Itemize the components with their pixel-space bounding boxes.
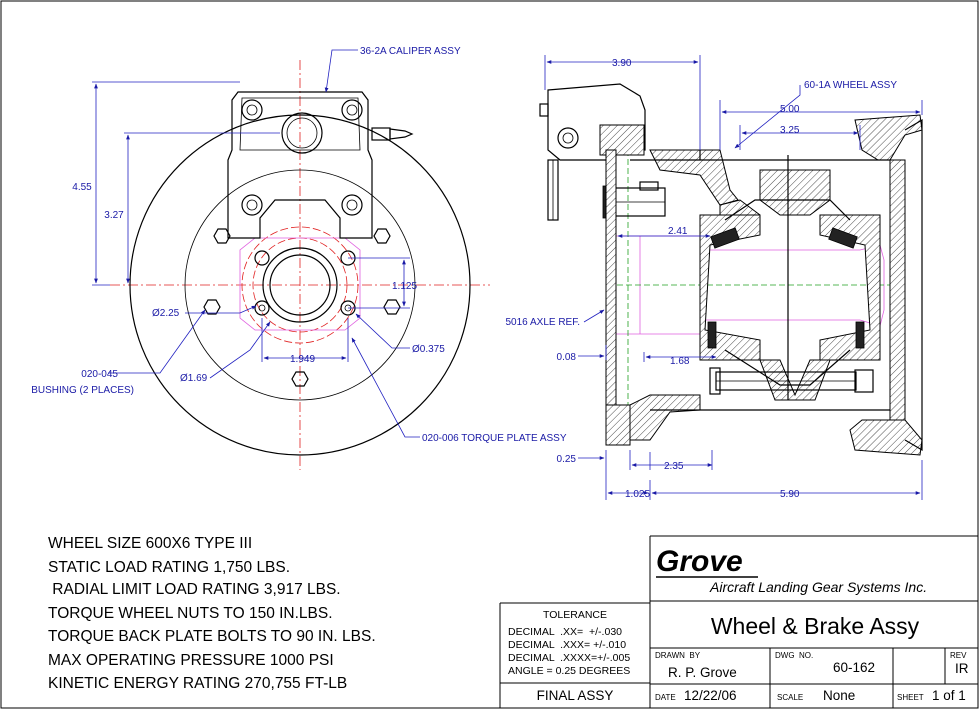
dim-3-90: 3.90 <box>612 58 632 69</box>
note-line: WHEEL SIZE 600X6 TYPE III <box>48 535 252 552</box>
callout-axle: 5016 AXLE REF. <box>506 317 581 328</box>
date-label: DATE <box>655 693 676 702</box>
torque-plate <box>239 237 361 331</box>
callout-caliper: 36-2A CALIPER ASSY <box>360 46 461 57</box>
dim-2-41: 2.41 <box>668 226 688 237</box>
general-notes: WHEEL SIZE 600X6 TYPE III STATIC LOAD RA… <box>48 535 376 692</box>
dim-dia-1-69: Ø1.69 <box>180 373 208 384</box>
tolerance-label: TOLERANCE <box>543 609 607 621</box>
drawing-title: Wheel & Brake Assy <box>711 613 920 639</box>
brake-disc <box>129 114 471 456</box>
callout-bushing-desc: BUSHING (2 PLACES) <box>31 385 134 396</box>
drawn-by-value: R. P. Grove <box>668 665 737 680</box>
dim-3-25: 3.25 <box>780 125 800 136</box>
dim-0-08: 0.08 <box>557 352 577 363</box>
rev-value: IR <box>955 661 969 676</box>
note-line: STATIC LOAD RATING 1,750 LBS. <box>48 559 290 576</box>
tolerance-line: DECIMAL .XXX= +/-.010 <box>508 639 626 651</box>
dim-1-949: 1.949 <box>290 354 315 365</box>
callout-torque-plate: 020-006 TORQUE PLATE ASSY <box>422 433 567 444</box>
company-subtitle: Aircraft Landing Gear Systems Inc. <box>709 579 927 595</box>
dwg-no-value: 60-162 <box>833 660 875 675</box>
date-value: 12/22/06 <box>684 688 737 703</box>
dim-3-27: 3.27 <box>104 210 124 221</box>
dim-4-55: 4.55 <box>72 182 92 193</box>
tolerance-line: ANGLE = 0.25 DEGREES <box>508 665 630 677</box>
note-line: TORQUE WHEEL NUTS TO 150 IN.LBS. <box>48 605 333 622</box>
note-line: RADIAL LIMIT LOAD RATING 3,917 LBS. <box>48 581 341 598</box>
dim-1-68: 1.68 <box>670 356 690 367</box>
sheet-value: 1 of 1 <box>932 688 966 703</box>
hub-bore <box>262 247 338 323</box>
note-line: KINETIC ENERGY RATING 270,755 FT-LB <box>48 675 347 692</box>
dwg-no-label: DWG NO. <box>775 651 813 660</box>
caliper-body <box>227 91 373 239</box>
dim-5-90: 5.90 <box>780 489 800 500</box>
side-view: 3.90 60-1A WHEEL ASSY 5.00 3.25 2.41 501… <box>506 55 923 500</box>
dim-1-125: 1.125 <box>392 281 417 292</box>
dim-dia-0-375: Ø0.375 <box>412 344 445 355</box>
final-assy-label: FINAL ASSY <box>537 688 614 703</box>
note-line: MAX OPERATING PRESSURE 1000 PSI <box>48 652 334 669</box>
title-block: Grove Aircraft Landing Gear Systems Inc.… <box>499 535 978 708</box>
dim-1-025: 1.025 <box>625 489 650 500</box>
callout-bushing-part: 020-045 <box>81 369 118 380</box>
dim-2-35: 2.35 <box>664 461 684 472</box>
front-view: 36-2A CALIPER ASSY 4.55 3.27 Ø2.25 1.125… <box>31 46 567 470</box>
callout-wheel: 60-1A WHEEL ASSY <box>804 80 897 91</box>
dim-5-00: 5.00 <box>780 104 800 115</box>
tolerance-line: DECIMAL .XX= +/-.030 <box>508 626 622 638</box>
dim-dia-2-25: Ø2.25 <box>152 308 180 319</box>
drawn-by-label: DRAWN BY <box>655 651 701 660</box>
sheet-label: SHEET <box>897 693 924 702</box>
company-logo: Grove <box>656 545 743 578</box>
dim-0-25: 0.25 <box>557 454 577 465</box>
scale-label: SCALE <box>777 693 803 702</box>
rev-label: REV <box>950 651 967 660</box>
note-line: TORQUE BACK PLATE BOLTS TO 90 IN. LBS. <box>48 628 376 645</box>
tolerance-line: DECIMAL .XXXX=+/-.005 <box>508 652 630 664</box>
scale-value: None <box>823 688 855 703</box>
